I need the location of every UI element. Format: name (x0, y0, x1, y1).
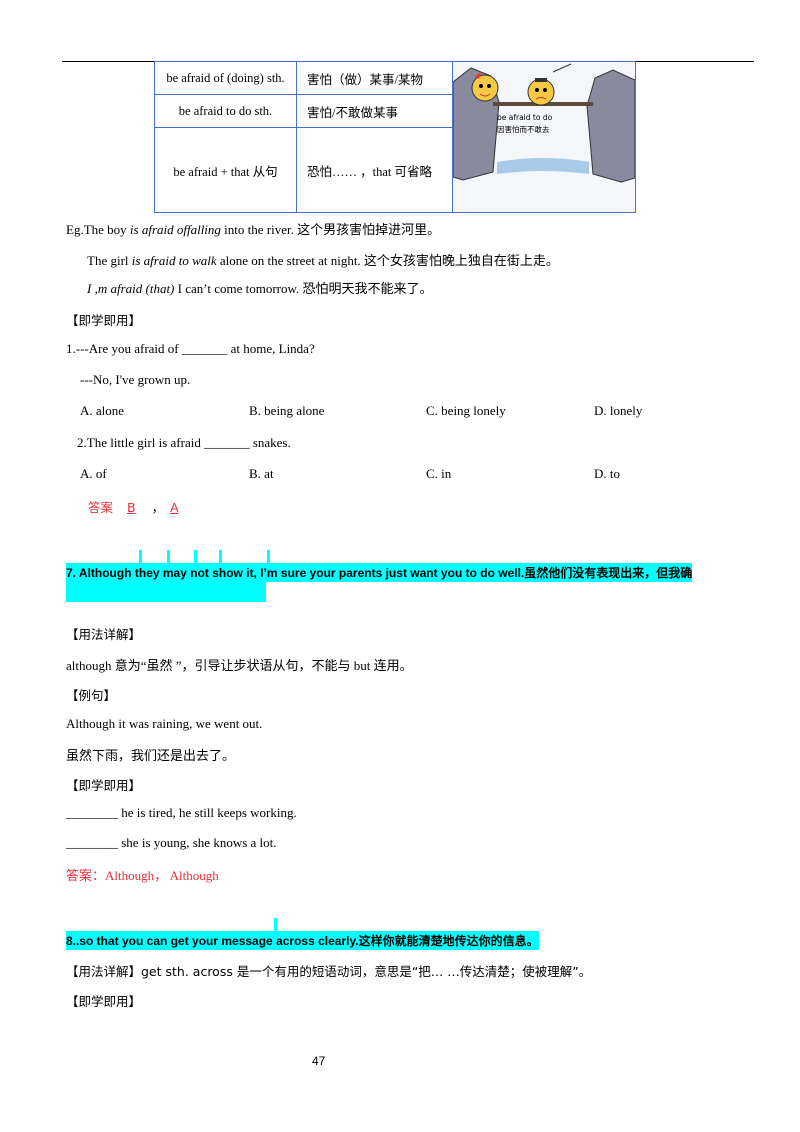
option-c: C. in (426, 466, 452, 481)
practice-heading: 【即学即用】 (66, 778, 142, 793)
option-d: D. to (594, 466, 620, 481)
practice-heading: 【即学即用】 (66, 994, 142, 1009)
option-a: A. alone (80, 403, 125, 418)
table-row: be afraid + that 从句 恐怕…… ，that 可省略 (154, 127, 636, 213)
text-cursor (139, 550, 142, 564)
table-row: be afraid to do sth. 害怕/不敢做某事 (154, 94, 636, 129)
question-1: 1.---Are you afraid of _______ at home, … (66, 341, 315, 356)
usage-line: 【用法详解】get sth. across 是一个有用的短语动词，意思是“把… … (66, 964, 592, 979)
text-cursor (267, 550, 270, 564)
illustration-cell: be afraid to do 因害怕而不敢去 (452, 61, 636, 213)
practice-line-1: ________ he is tired, he still keeps wor… (66, 805, 297, 820)
option-c: C. being lonely (426, 403, 506, 418)
phrase-cell: be afraid + that 从句 (154, 127, 297, 213)
highlight-block (66, 580, 266, 602)
practice-line-2: ________ she is young, she knows a lot. (66, 835, 277, 850)
example-heading: 【例句】 (66, 688, 117, 703)
caption-1: be afraid to do (497, 113, 553, 122)
example-line-3: I ,m afraid (that) I can’t come tomorrow… (87, 281, 433, 296)
example-line-1: Eg.The boy is afraid offalling into the … (66, 222, 441, 237)
caption-2: 因害怕而不敢去 (497, 124, 550, 134)
text-cursor (219, 550, 222, 564)
text-cursor (167, 550, 170, 564)
usage-text: although 意为“虽然 ”，引导让步状语从句，不能与 but 连用。 (66, 658, 413, 673)
phrase-cell: be afraid to do sth. (154, 94, 297, 129)
example-chinese: 虽然下雨，我们还是出去了。 (66, 748, 236, 763)
answer-line-2: 答案：Although， Although (66, 868, 219, 883)
question-1-reply: ---No, I've grown up. (80, 372, 191, 387)
example-english: Although it was raining, we went out. (66, 716, 263, 731)
meaning-cell: 害怕（做）某事/某物 (296, 60, 453, 96)
text-cursor (274, 918, 277, 932)
usage-heading: 【用法详解】 (66, 627, 142, 642)
phrase-cell: be afraid of (doing) sth. (154, 60, 297, 96)
text-cursor (194, 550, 197, 564)
page-number: 47 (312, 1054, 326, 1068)
option-b: B. being alone (249, 403, 325, 418)
example-line-2: The girl is afraid to walk alone on the … (87, 253, 559, 268)
option-a: A. of (80, 466, 107, 481)
section-7-title: 7. Although they may not show it, I’m su… (66, 563, 693, 582)
section-8-title: 8..so that you can get your message acro… (66, 931, 539, 950)
meaning-cell: 害怕/不敢做某事 (296, 94, 453, 129)
table-row: be afraid of (doing) sth. 害怕（做）某事/某物 be … (154, 60, 636, 213)
grammar-table: be afraid of (doing) sth. 害怕（做）某事/某物 be … (154, 60, 636, 213)
cartoon-illustration: be afraid to do 因害怕而不敢去 (453, 62, 635, 212)
practice-heading: 【即学即用】 (66, 313, 142, 328)
question-2: 2.The little girl is afraid _______ snak… (77, 435, 291, 450)
meaning-cell: 恐怕…… ，that 可省略 (296, 127, 453, 213)
answer-line-1: 答案 B ， A (88, 500, 179, 515)
option-b: B. at (249, 466, 274, 481)
option-d: D. lonely (594, 403, 643, 418)
